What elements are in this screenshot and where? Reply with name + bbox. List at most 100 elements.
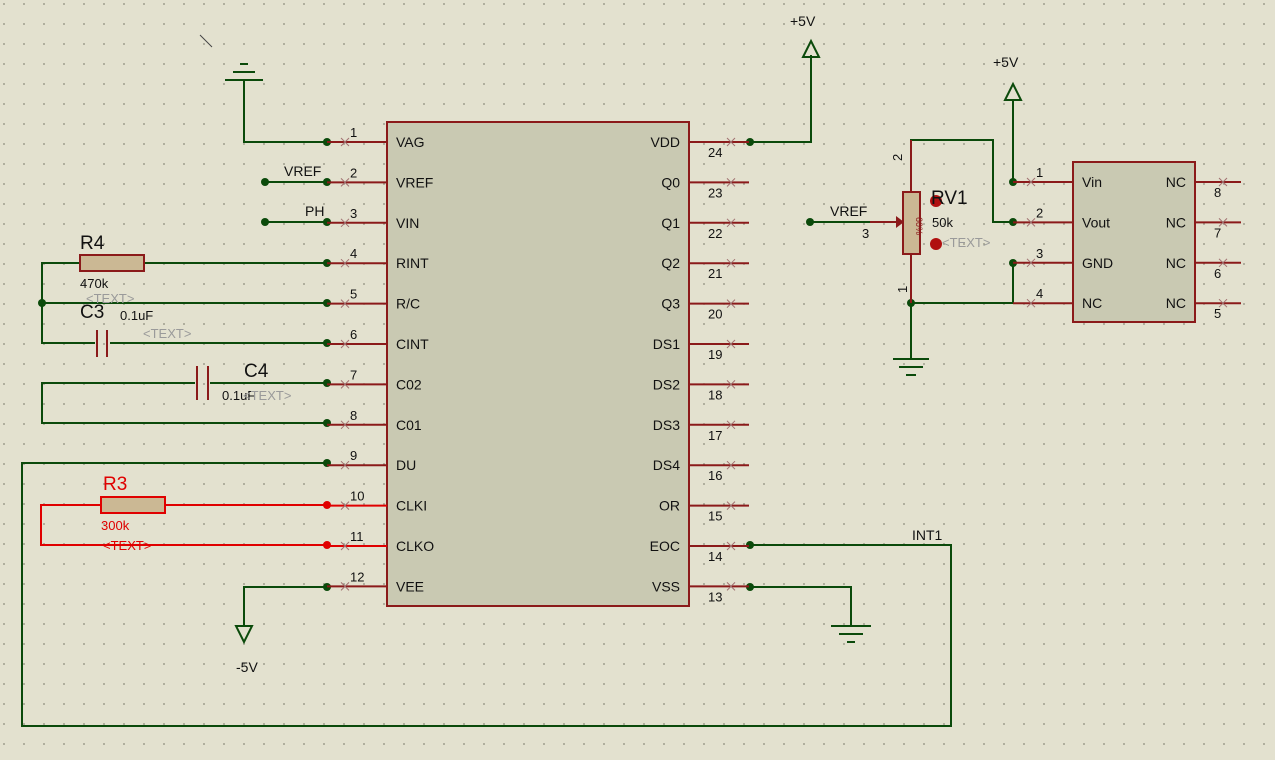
pin-name: Q0 [661,174,680,190]
pin-name: NC [1166,255,1186,271]
pin-number: 2 [350,165,357,180]
pin-end-marker [726,501,736,510]
pin-number: 5 [350,287,357,302]
small-ic-body[interactable] [1072,161,1196,323]
wire-c01[interactable] [41,382,327,424]
junction-dot [323,379,331,387]
wire-du-int1[interactable] [21,462,952,727]
pin-name: Q2 [661,255,680,271]
pin-end-marker [340,137,350,147]
pin-number: 20 [708,307,722,322]
pin-number: 1 [1036,165,1043,180]
pin-name: VREF [396,174,433,190]
small-ic-pin-4[interactable]: 4NC [1013,286,1102,311]
pin-name: NC [1166,174,1186,190]
pin-name: Vin [1082,174,1102,190]
rv1-ref: RV1 [931,188,968,209]
pin-name: VAG [396,134,425,150]
pin-number: 14 [708,549,722,564]
wire-vdd[interactable] [750,55,812,143]
small-ic-pin-6[interactable]: 6NC [1166,255,1241,281]
pin-name: GND [1082,255,1113,271]
pin-end-marker [340,460,350,470]
net-label-vref-pot: VREF [830,203,867,219]
small-ic-pin-5[interactable]: 5NC [1166,295,1241,321]
pin-end-marker [340,582,350,591]
pin-end-marker [726,137,736,147]
pin-number: 7 [1214,225,1221,240]
pin-number: 8 [350,408,357,423]
junction-dot [261,178,269,186]
rv1-decrease-button[interactable] [930,238,942,250]
resistor-r3[interactable]: R3 300k <TEXT> [100,474,166,553]
pin-end-marker [1026,298,1036,308]
rv1-increase-button[interactable] [930,195,942,207]
rv1-pin3-num: 3 [862,226,869,241]
r4-body[interactable] [79,254,145,272]
pin-end-marker [340,339,350,349]
pin-number: 13 [708,589,722,604]
pin-number: 2 [1036,205,1043,220]
main-ic-body[interactable] [386,121,690,607]
pin-name: NC [1166,295,1186,311]
pin-name: CLKO [396,538,434,554]
pin-end-marker [726,380,736,389]
pin-number: 16 [708,468,722,483]
wire-vag[interactable] [243,80,327,143]
pin-name: DU [396,457,416,473]
pin-end-marker [340,541,350,551]
wire-clko[interactable] [40,504,327,546]
main-ic-pin-9[interactable]: 9DU [327,448,416,473]
capacitor-c4[interactable]: C4 0.1uF <TEXT> [196,361,291,403]
ground-symbol-top-left [225,63,263,81]
pin-number: 11 [350,529,364,544]
pin-number: 4 [1036,286,1043,301]
capacitor-c3[interactable]: C3 0.1uF <TEXT> [80,302,191,357]
wire-vee[interactable] [243,586,327,625]
pin-end-marker [726,299,736,308]
small-ic-pin-7[interactable]: 7NC [1166,214,1241,240]
junction-dot [261,218,269,226]
small-ic-pin-8[interactable]: 8NC [1166,174,1241,200]
rv1-body[interactable] [902,191,921,255]
main-ic-pin-5[interactable]: 5R/C [327,287,420,312]
resistor-r4[interactable]: R4 470k <TEXT> [79,233,145,306]
plus5v-label-b: +5V [993,54,1019,70]
potentiometer-rv1[interactable]: 60% 2 1 3 RV1 50k <TEXT> [862,140,990,303]
selected-wires [40,504,327,546]
r3-body[interactable] [100,496,166,514]
pin-name: Q1 [661,215,680,231]
wire-vss[interactable] [750,586,852,625]
